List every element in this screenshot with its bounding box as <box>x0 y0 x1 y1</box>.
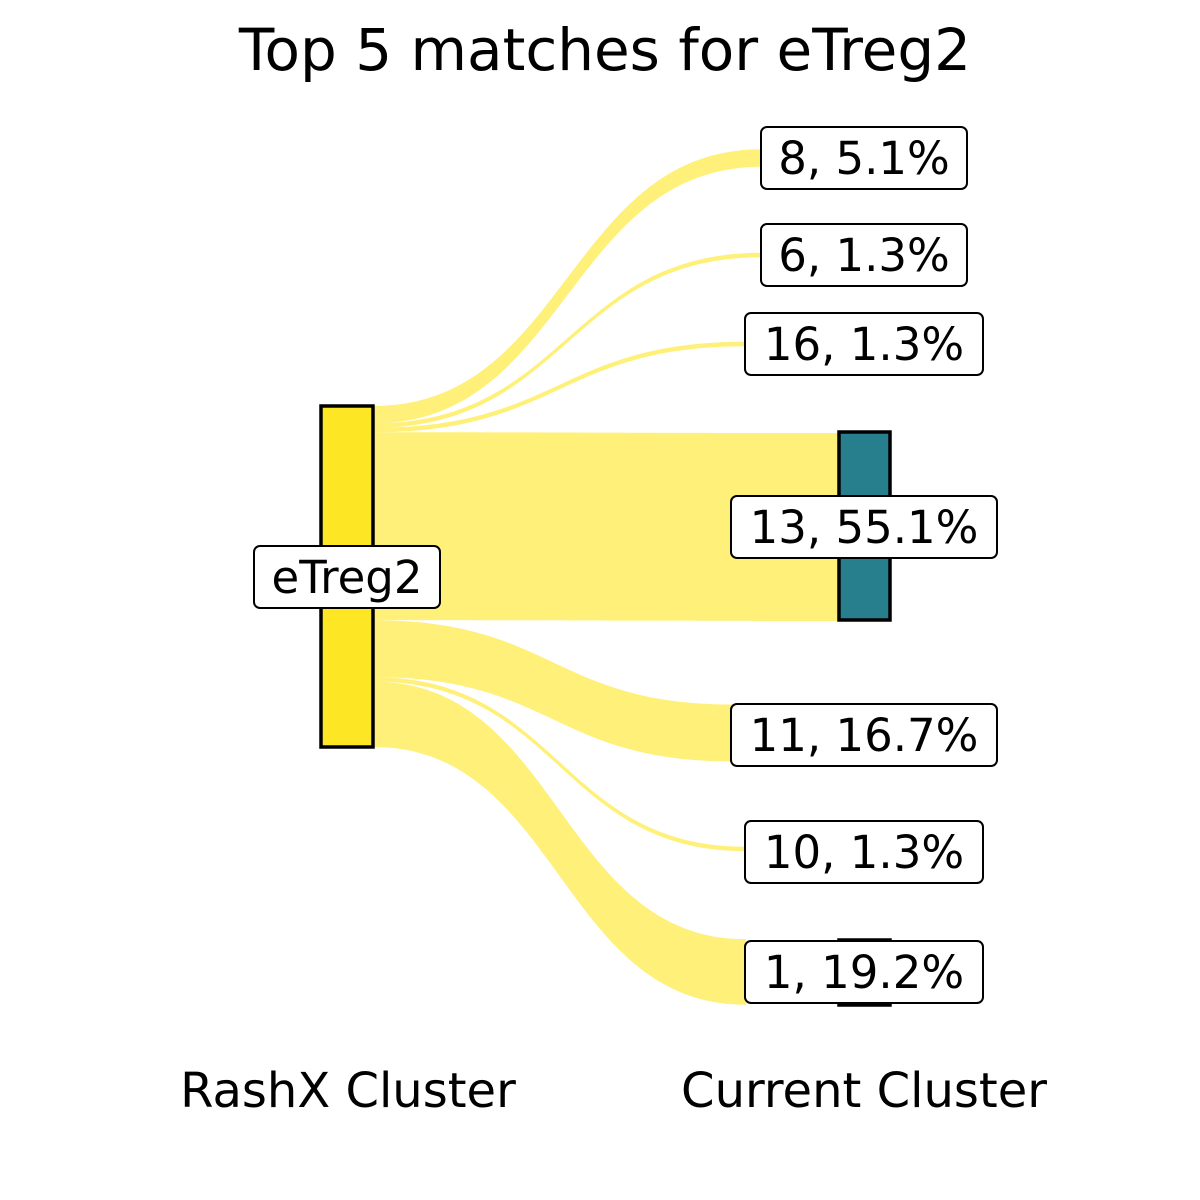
source-label-box <box>253 545 441 609</box>
label-group: eTreg2 8, 5.1% 6, 1.3% 16, 1.3% 13, 55.1% 11,… <box>253 126 998 1004</box>
target-label-11-text: 11, 16.7% <box>750 709 979 762</box>
target-label-10-box <box>744 820 984 884</box>
left-axis-label: RashX Cluster <box>180 1063 516 1119</box>
flow-band-6 <box>373 252 762 428</box>
flow-band-11 <box>373 620 733 762</box>
target-label-8-box <box>760 126 968 190</box>
target-label-16-box <box>744 312 984 376</box>
target-label-16: 16, 1.3% <box>744 312 984 376</box>
flow-band-8 <box>373 149 762 424</box>
target-label-6-box <box>760 223 968 287</box>
target-label-6-text: 6, 1.3% <box>778 229 950 282</box>
target-label-13: 13, 55.1% <box>730 495 998 559</box>
flow-group <box>373 149 839 1005</box>
target-label-10: 10, 1.3% <box>744 820 984 884</box>
target-label-13-box <box>730 495 998 559</box>
chart-title: Top 5 matches for eTreg2 <box>238 16 971 84</box>
flow-band-16 <box>373 341 746 433</box>
target-label-13-text: 13, 55.1% <box>750 501 979 554</box>
right-axis-label: Current Cluster <box>681 1063 1047 1119</box>
flow-band-1 <box>373 681 746 1005</box>
source-label-text: eTreg2 <box>272 551 423 604</box>
target-label-6: 6, 1.3% <box>760 223 968 287</box>
flow-band-10 <box>373 677 746 852</box>
target-label-1-text: 1, 19.2% <box>764 946 964 999</box>
target-label-11: 11, 16.7% <box>730 703 998 767</box>
target-label-1-box <box>744 940 984 1004</box>
target-label-8-text: 8, 5.1% <box>778 132 950 185</box>
source-label: eTreg2 <box>253 545 441 609</box>
target-label-16-text: 16, 1.3% <box>764 318 964 371</box>
target-label-8: 8, 5.1% <box>760 126 968 190</box>
target-label-1: 1, 19.2% <box>744 940 984 1004</box>
flow-band-13 <box>373 432 839 621</box>
target-label-11-box <box>730 703 998 767</box>
target-label-10-text: 10, 1.3% <box>764 826 964 879</box>
